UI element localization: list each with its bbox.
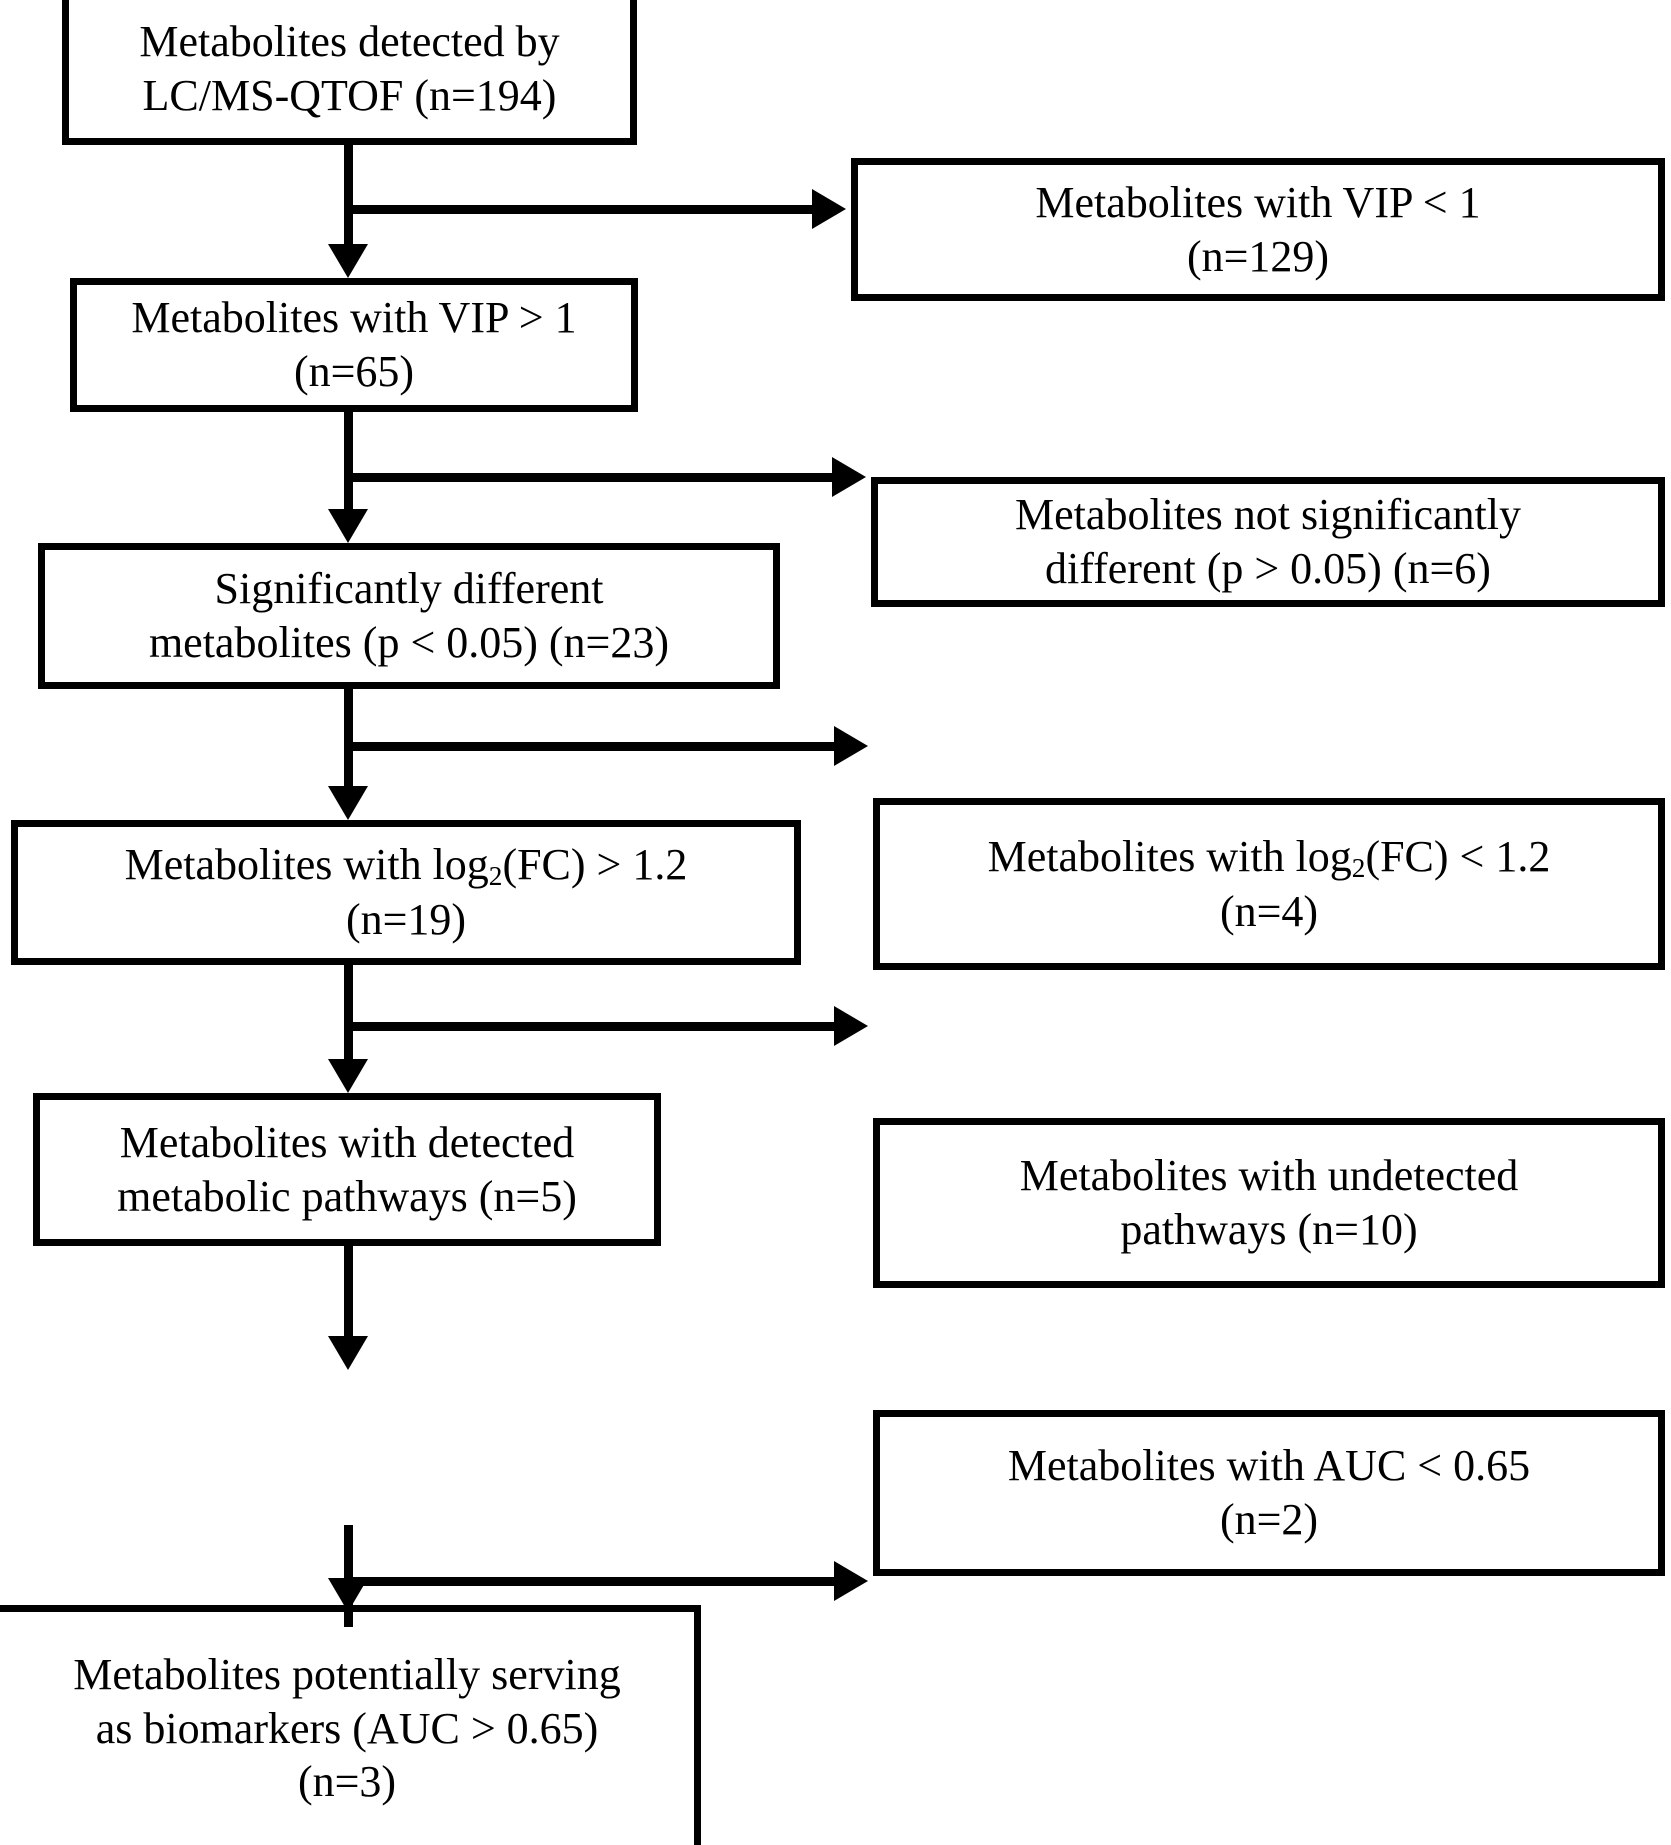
node-line-2: (n=19) <box>345 895 467 945</box>
connector-arrowhead-down-1 <box>328 244 368 278</box>
connector-hline-4 <box>344 1022 836 1031</box>
connector-arrowhead-right-5 <box>834 1561 868 1601</box>
node-line-1: Metabolites with AUC < 0.65 <box>1007 1441 1531 1491</box>
connector-vline-4 <box>344 965 353 1067</box>
node-line-1b: (FC) > 1.2 <box>502 840 688 890</box>
connector-arrowhead-right-3 <box>834 726 868 766</box>
subscript-2: 2 <box>488 861 503 892</box>
node-line-2: (n=4) <box>1219 886 1319 936</box>
connector-arrowhead-right-2 <box>832 457 866 497</box>
connector-hline-6b <box>344 1577 836 1586</box>
node-line-2: (n=129) <box>1186 231 1330 281</box>
connector-vline-1b <box>344 205 353 245</box>
connector-vline-2 <box>344 412 353 512</box>
node-line-1: Metabolites with log <box>124 840 489 890</box>
connector-arrowhead-down-6 <box>328 1578 368 1612</box>
connector-vline-6 <box>344 1525 353 1627</box>
node-label: Metabolites with log2(FC) < 1.2 (n=4) <box>888 830 1650 939</box>
node-line-1b: (FC) < 1.2 <box>1365 831 1551 881</box>
node-line-1: Metabolites not significantly <box>1015 490 1521 540</box>
node-line-1: Metabolites with VIP > 1 <box>131 293 577 343</box>
connector-hline-2 <box>344 473 834 482</box>
node-label: Metabolites with VIP < 1(n=129) <box>866 176 1650 283</box>
connector-hline-3 <box>344 742 836 751</box>
node-line-2: (n=2) <box>1219 1495 1319 1544</box>
node-line-2: as biomarkers (AUC > 0.65) <box>95 1703 599 1753</box>
node-line-2: metabolic pathways (n=5) <box>117 1171 577 1221</box>
node-vip-gt-1: Metabolites with VIP > 1(n=65) <box>70 278 638 412</box>
subscript-2: 2 <box>1351 852 1366 883</box>
node-excluded-vip-lt-1: Metabolites with VIP < 1(n=129) <box>851 158 1665 301</box>
connector-hline-1 <box>344 205 814 214</box>
connector-vline-1 <box>344 145 353 245</box>
node-line-1: Metabolites with VIP < 1 <box>1035 177 1481 227</box>
connector-arrowhead-right-4 <box>834 1006 868 1046</box>
connector-arrowhead-down-5 <box>328 1336 368 1370</box>
node-line-1: Significantly different <box>214 564 604 614</box>
node-line-1: Metabolites with undetected <box>1019 1151 1519 1201</box>
node-line-1: Metabolites with log <box>987 831 1352 881</box>
connector-arrowhead-right-1 <box>812 189 846 229</box>
node-line-1: Metabolites detected by <box>139 17 560 67</box>
node-label: Metabolites with AUC < 0.65(n=2) <box>888 1439 1650 1546</box>
node-excluded-log2fc-lt-1-2: Metabolites with log2(FC) < 1.2 (n=4) <box>873 798 1665 970</box>
node-log2fc-gt-1-2: Metabolites with log2(FC) > 1.2 (n=19) <box>11 820 801 965</box>
node-line-2: metabolites (p < 0.05) (n=23) <box>148 618 670 667</box>
connector-arrowhead-down-3 <box>328 786 368 820</box>
connector-arrowhead-down-4 <box>328 1059 368 1093</box>
node-line-1: Metabolites potentially serving <box>73 1649 621 1699</box>
node-line-2: pathways (n=10) <box>1120 1205 1418 1254</box>
node-line-1: Metabolites with detected <box>119 1117 575 1167</box>
node-line-2: (n=65) <box>293 347 415 396</box>
connector-arrowhead-down-2 <box>328 509 368 543</box>
node-excluded-auc-lt-0-65: Metabolites with AUC < 0.65(n=2) <box>873 1410 1665 1576</box>
connector-vline-5 <box>344 1246 353 1338</box>
node-line-3: (n=3) <box>297 1757 397 1807</box>
node-line-2: LC/MS-QTOF (n=194) <box>142 71 557 120</box>
connector-vline-3 <box>344 689 353 789</box>
node-line-2: different (p > 0.05) (n=6) <box>1045 544 1491 593</box>
node-label: Metabolites with log2(FC) > 1.2 (n=19) <box>26 838 786 947</box>
node-label: Metabolites with VIP > 1(n=65) <box>85 291 623 398</box>
